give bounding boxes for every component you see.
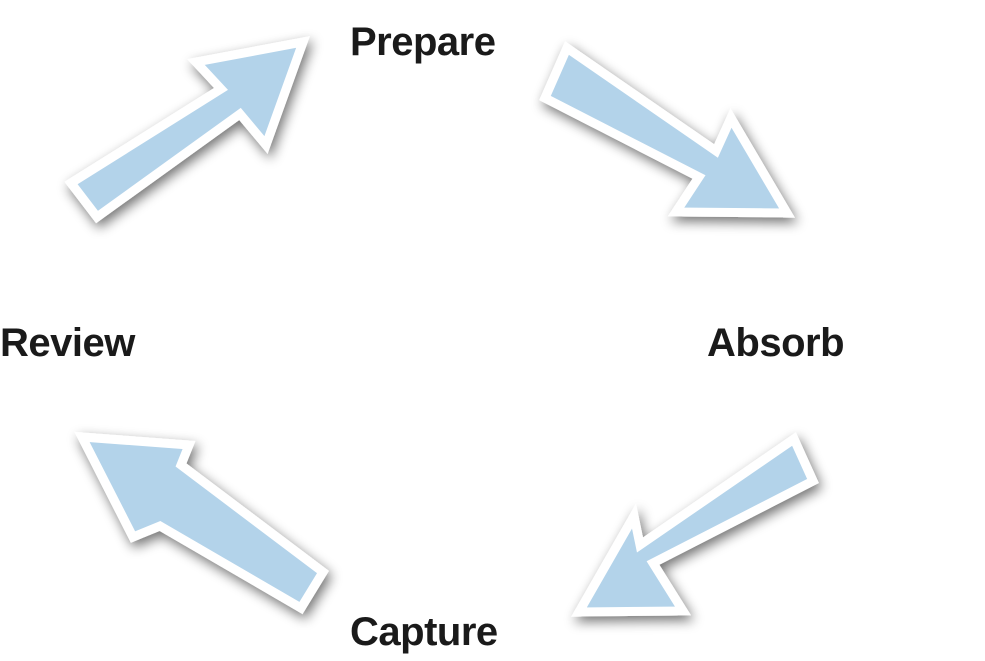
arrow-review-to-prepare: [64, 36, 310, 224]
stage-label-absorb: Absorb: [707, 321, 845, 365]
arrow-prepare-to-absorb: [539, 41, 795, 218]
arrow-capture-to-review: [74, 431, 329, 615]
arrow-absorb-to-capture: [571, 432, 819, 617]
stage-label-prepare: Prepare: [350, 20, 496, 64]
stage-label-review: Review: [0, 321, 135, 365]
stage-label-capture: Capture: [350, 610, 498, 654]
